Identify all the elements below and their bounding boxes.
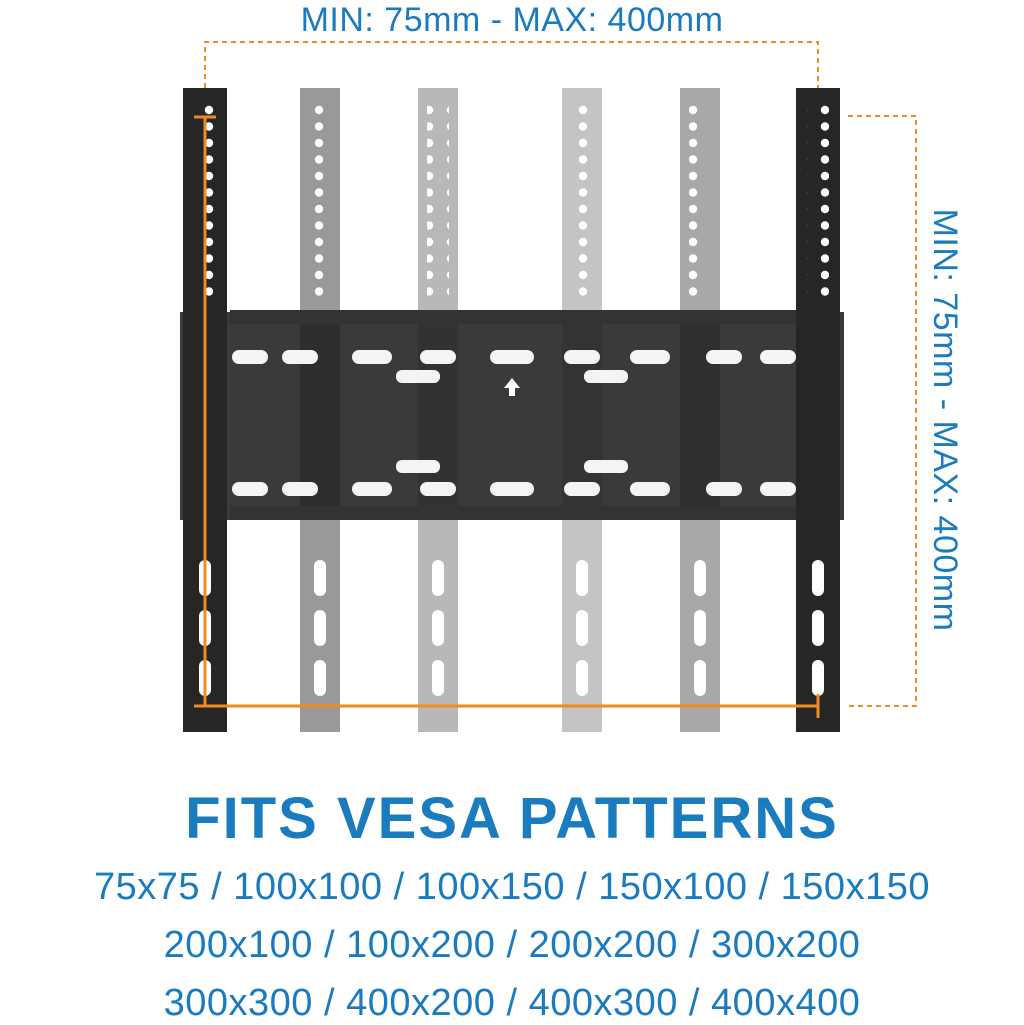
vesa-pattern-line-3: 300x300 / 400x200 / 400x300 / 400x400 bbox=[163, 982, 861, 1024]
arm-holes bbox=[309, 104, 711, 696]
right-arm bbox=[796, 88, 840, 732]
wall-plate bbox=[180, 310, 844, 520]
horizontal-dimension-guide bbox=[204, 41, 819, 88]
tv-mount-diagram bbox=[180, 41, 917, 732]
dimension-guides bbox=[204, 41, 917, 707]
up-arrow-icon bbox=[504, 378, 520, 396]
vesa-pattern-line-1: 75x75 / 100x100 / 100x150 / 150x100 / 15… bbox=[94, 866, 930, 908]
vesa-pattern-line-2: 200x100 / 100x200 / 200x200 / 300x200 bbox=[163, 924, 861, 966]
measurement-lines bbox=[194, 115, 820, 718]
vertical-dimension-label: MIN: 75mm - MAX: 400mm bbox=[926, 208, 964, 632]
vertical-dimension-guide bbox=[848, 115, 917, 707]
headline: FITS VESA PATTERNS bbox=[185, 786, 839, 851]
horizontal-dimension-label: MIN: 75mm - MAX: 400mm bbox=[300, 1, 724, 39]
